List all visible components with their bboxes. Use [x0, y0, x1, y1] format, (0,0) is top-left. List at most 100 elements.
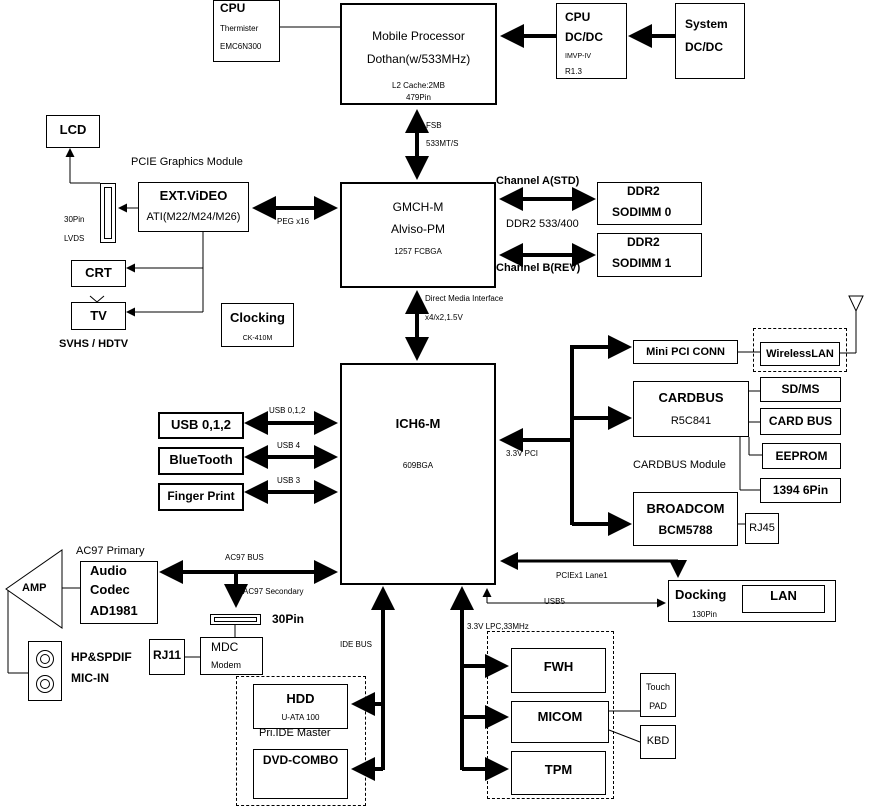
wireless-lan-label: WirelessLAN: [766, 348, 834, 360]
gmch-model: Alviso-PM: [390, 222, 445, 236]
micom-to-kbd: [608, 729, 641, 743]
broadcom-box: BROADCOM BCM5788: [633, 492, 738, 546]
dvd-combo-box: DVD-COMBO: [253, 749, 348, 799]
wlan-module-outline: [753, 328, 847, 372]
amp-triangle: [5, 549, 63, 629]
lvds-pins: 30Pin: [64, 215, 85, 224]
mdc-label: MDC: [211, 640, 239, 654]
ac97-secondary-label: AC97 Secondary: [243, 587, 304, 596]
cpu-dcdc-sub: DC/DC: [565, 30, 603, 44]
lcd-label: LCD: [59, 122, 87, 137]
pcie-module-label: PCIE Graphics Module: [131, 156, 243, 168]
mdc-pins-label: 30Pin: [272, 612, 305, 626]
fsb-label: FSB: [426, 121, 442, 130]
fwh-label: FWH: [543, 659, 574, 674]
pciex1-label: PCIEx1 Lane1: [556, 571, 608, 580]
sodimm-0-box: DDR2 SODIMM 0: [597, 182, 702, 225]
pci-label: 3.3V PCI: [506, 449, 539, 458]
usb4-link-label: USB 4: [277, 441, 301, 450]
gmch-package: 1257 FCBGA: [394, 247, 442, 256]
system-dcdc-box: System DC/DC: [675, 3, 745, 79]
cpu-thermister-title: CPU: [220, 1, 246, 15]
tv-label: TV: [90, 308, 107, 323]
cardbus-title: CARDBUS: [658, 390, 724, 405]
processor-model: Dothan(w/533MHz): [366, 52, 471, 66]
imvp-rev: R1.3: [565, 67, 582, 76]
pad-label: PAD: [649, 701, 667, 711]
ieee1394-label: 1394 6Pin: [772, 483, 829, 497]
usb3-link-label: USB 3: [277, 476, 301, 485]
cardbus-chip: R5C841: [670, 415, 712, 427]
touch-label: Touch: [645, 682, 671, 692]
ext-video-gpu: ATI(M22/M24/M26): [146, 211, 241, 223]
processor-pins: 479Pin: [406, 93, 431, 102]
touch-pad-box: Touch PAD: [640, 673, 676, 717]
bluetooth-label: BlueTooth: [169, 452, 233, 467]
usb012-link-label: USB 0,1,2: [269, 406, 306, 415]
audio-label: Audio: [90, 563, 127, 578]
clocking-box: Clocking CK-410M: [221, 303, 294, 347]
rj11-box: RJ11: [149, 639, 185, 675]
ext-video-title: EXT.ViDEO: [159, 188, 228, 203]
mdc-connector-inner: [214, 617, 257, 622]
ac97-primary-label: AC97 Primary: [76, 545, 145, 557]
amp-label: AMP: [22, 582, 47, 594]
broadcom-title: BROADCOM: [646, 501, 725, 516]
channel-a-label: Channel A(STD): [496, 175, 580, 187]
tv-box: TV: [71, 302, 126, 330]
ddr-speed-label: DDR2 533/400: [506, 218, 579, 230]
mdc-modem-box: MDC Modem: [200, 637, 263, 675]
cpu-dcdc-title: CPU: [565, 10, 591, 24]
peg-label: PEG x16: [277, 217, 310, 226]
lan-box: LAN: [742, 585, 825, 613]
tpm-label: TPM: [544, 762, 573, 777]
hdd-title: HDD: [286, 691, 315, 706]
micom-label: MICOM: [537, 709, 583, 724]
eeprom-box: EEPROM: [762, 443, 841, 469]
finger-print-box: Finger Print: [158, 483, 244, 511]
clocking-chip: CK-410M: [242, 335, 273, 342]
processor-cache: L2 Cache:2MB: [392, 81, 445, 90]
hdd-role: Pri.IDE Master: [259, 727, 331, 739]
mini-pci-label: Mini PCI CONN: [646, 346, 725, 358]
docking-pins: 130Pin: [692, 610, 717, 619]
codec-label: Codec: [90, 582, 130, 597]
mic-jack-icon: [36, 675, 54, 693]
ich6m-box: ICH6-M 609BGA: [340, 363, 496, 585]
modem-label: Modem: [211, 660, 242, 670]
sdms-label: SD/MS: [781, 382, 820, 396]
rj45-box: RJ45: [745, 513, 779, 544]
hp-spdif-jack-icon: [36, 650, 54, 668]
bluetooth-box: BlueTooth: [158, 447, 244, 475]
ich6m-title: ICH6-M: [395, 416, 441, 431]
imvp-label: IMVP-IV: [565, 53, 592, 60]
crt-label: CRT: [85, 265, 112, 280]
sodimm-0-name: SODIMM 0: [612, 205, 672, 219]
processor-name: Mobile Processor: [372, 29, 465, 43]
tpm-box: TPM: [511, 751, 606, 795]
hp-spdif-label: HP&SPDIF: [71, 650, 132, 664]
ext-video-box: EXT.ViDEO ATI(M22/M24/M26): [138, 182, 249, 232]
dvd-combo-label: DVD-COMBO: [262, 753, 339, 767]
system-dcdc-sub: DC/DC: [685, 40, 723, 54]
lvds-label: LVDS: [64, 234, 85, 243]
system-dcdc-title: System: [685, 17, 728, 31]
rj11-label: RJ11: [152, 648, 182, 662]
usb012-box-label: USB 0,1,2: [171, 417, 231, 432]
usb5-label: USB5: [544, 597, 565, 606]
sodimm-1-box: DDR2 SODIMM 1: [597, 233, 702, 277]
mobile-processor-box: Mobile Processor Dothan(w/533MHz) L2 Cac…: [340, 3, 497, 105]
broadcom-chip: BCM5788: [658, 523, 713, 537]
card-bus-slot-label: CARD BUS: [768, 414, 833, 428]
lpc-label: 3.3V LPC,33MHz: [467, 622, 529, 631]
emc-label: EMC6N300: [220, 42, 262, 51]
dmi-spec: x4/x2,1.5V: [425, 313, 463, 322]
cpu-dcdc-box: CPU DC/DC IMVP-IV R1.3: [556, 3, 627, 79]
cpu-thermister-box: CPU Thermister EMC6N300: [213, 0, 280, 62]
rj45-label: RJ45: [749, 522, 775, 534]
cardbus-module-label: CARDBUS Module: [633, 459, 726, 471]
gmch-title: GMCH-M: [392, 200, 444, 214]
dmi-label: Direct Media Interface: [425, 294, 504, 303]
wireless-lan-box: WirelessLAN: [760, 342, 840, 366]
antenna-head: [848, 295, 864, 313]
